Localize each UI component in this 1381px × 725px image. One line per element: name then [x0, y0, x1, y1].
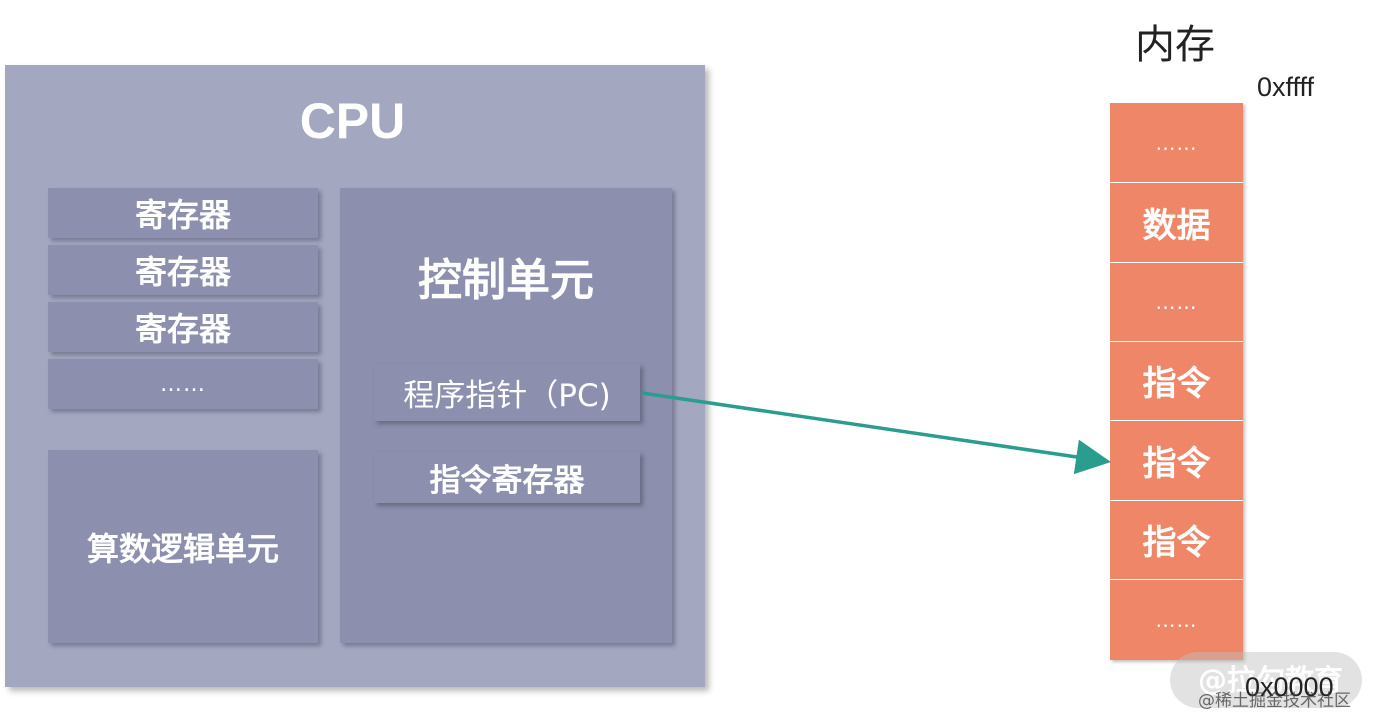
register-2: 寄存器 [48, 245, 318, 295]
memory-cell-3: …… [1110, 262, 1243, 342]
instruction-register-box: 指令寄存器 [374, 452, 640, 503]
arrow-line [641, 391, 1111, 475]
watermark-subtext: @稀土掘金技术社区 [1198, 691, 1351, 711]
watermark-text: @拉勾教育 [1198, 663, 1344, 697]
program-counter-box: 程序指针（PC) [374, 364, 640, 421]
memory-cell-4: 指令 [1110, 341, 1243, 421]
memory-cell-2: 数据 [1110, 183, 1243, 263]
control-unit-title: 控制单元 [418, 255, 594, 306]
cpu-title: CPU [299, 93, 406, 149]
memory-title: 内存 [1135, 22, 1215, 68]
register-more: …… [48, 359, 318, 409]
register-3: 寄存器 [48, 302, 318, 352]
alu-box: 算数逻辑单元 [48, 450, 318, 643]
memory-column [1110, 103, 1243, 660]
memory-address-bottom: 0x0000 [1245, 672, 1334, 702]
watermark-pill [1170, 652, 1362, 708]
memory-cell-1: …… [1110, 103, 1243, 183]
register-1: 寄存器 [48, 188, 318, 238]
memory-cell-6: 指令 [1110, 500, 1243, 580]
memory-address-top: 0xffff [1257, 72, 1315, 102]
memory-cell-7: …… [1155, 608, 1198, 632]
memory-cell-5: 指令 [1110, 421, 1243, 501]
